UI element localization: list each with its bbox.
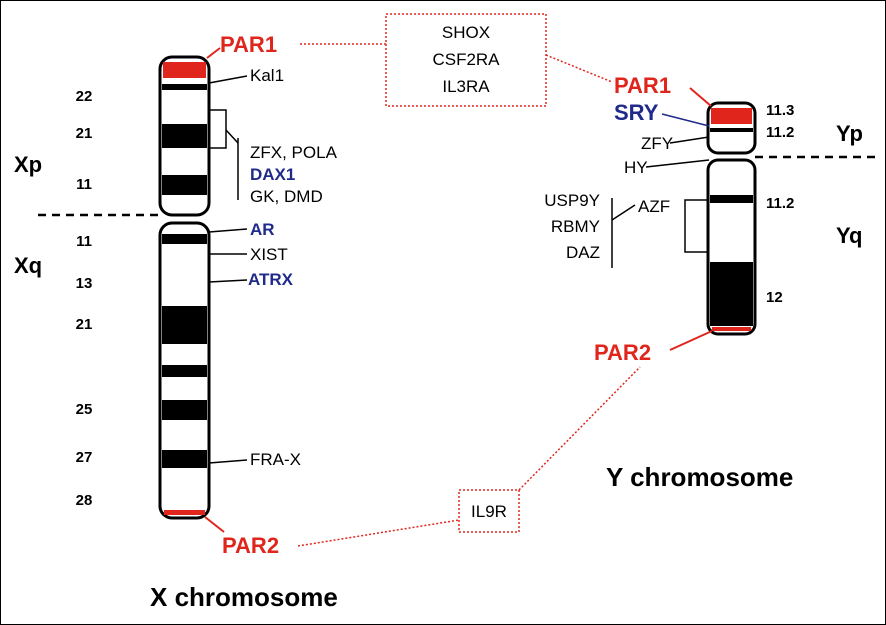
x-chromosome (158, 55, 211, 520)
x-band-q11-dark (162, 234, 207, 244)
y-gene-usp9y: USP9Y (544, 191, 600, 210)
par2-gene-box (458, 489, 520, 533)
sry-pointer (661, 113, 710, 127)
par1-gene-shox: SHOX (442, 23, 490, 42)
y-gene-zfy: ZFY (641, 134, 673, 153)
y-q-arm-label: Yq (836, 223, 862, 248)
atrx-pointer (208, 279, 248, 283)
y-band-label: 11.2 (766, 195, 794, 212)
par1-gene-il3ra: IL3RA (442, 77, 490, 96)
y-gene-sry: SRY (614, 100, 659, 125)
y-band-q11-2-dark (710, 195, 753, 203)
x-par1-pointer (206, 47, 221, 59)
x-gene-ar: AR (250, 220, 275, 239)
x-par2-link (297, 519, 460, 547)
zfy-pointer (669, 136, 710, 144)
x-gene-atrx: ATRX (248, 270, 294, 289)
x-gene-kal1: Kal1 (250, 66, 284, 85)
x-band-11-dark (162, 175, 207, 195)
x-par1-label: PAR1 (220, 32, 277, 57)
x-band-label: 28 (76, 492, 93, 509)
x-band-label: 21 (76, 316, 93, 333)
x-band-q25-dark (162, 400, 207, 420)
y-gene-hy: HY (624, 158, 648, 177)
x-gene-dax1: DAX1 (250, 165, 295, 184)
x-band-label: 11 (76, 233, 92, 250)
x-gene-xist: XIST (250, 245, 288, 264)
x-band-label: 13 (76, 275, 93, 292)
azf-bracket (684, 199, 708, 253)
y-chromosome (706, 101, 757, 336)
x-band-21-dark (162, 124, 207, 148)
y-band-label: 11.2 (766, 124, 794, 141)
y-chromosome-title: Y chromosome (606, 462, 793, 492)
azf-connector (611, 204, 636, 221)
y-par2-link (518, 366, 641, 491)
par2-gene-il9r: IL9R (471, 502, 507, 521)
y-par2-pointer (669, 330, 713, 351)
xp21-bracket (209, 109, 227, 149)
kal1-pointer (208, 75, 248, 84)
y-par1-pointer (689, 87, 712, 107)
x-band-label: 27 (76, 449, 93, 466)
y-p-arm-label: Yp (836, 121, 863, 146)
x-gene-zfx-pola: ZFX, POLA (250, 143, 338, 162)
x-band-q27-dark (162, 450, 207, 468)
y-gene-rbmy: RBMY (551, 217, 600, 236)
y-band-label: 11.3 (766, 102, 794, 119)
x-par2-pointer (204, 516, 225, 533)
par1-gene-csf2ra: CSF2RA (432, 50, 500, 69)
y-par1-region (711, 108, 752, 124)
x-gene-gk-dmd: GK, DMD (250, 187, 323, 206)
y-par1-label: PAR1 (614, 73, 671, 98)
y-band-p11-2-dark (710, 128, 753, 132)
x-par1-region (163, 62, 206, 78)
hy-pointer (645, 159, 710, 168)
y-par2-region (712, 327, 751, 331)
ar-pointer (208, 228, 248, 233)
y-par2-label: PAR2 (594, 340, 651, 365)
xp21-bracket-connector (225, 129, 239, 144)
x-par2-label: PAR2 (222, 533, 279, 558)
y-band-q12-heterochromatin (710, 262, 753, 326)
x-par2-region (164, 510, 205, 515)
x-band-22-dark (162, 84, 207, 90)
x-band-label: 25 (76, 401, 93, 418)
x-p-arm-label: Xp (14, 152, 42, 177)
par1-gene-box (385, 13, 547, 107)
y-gene-daz: DAZ (566, 243, 600, 262)
x-band-q23-dark (162, 365, 207, 377)
y-gene-azf: AZF (638, 197, 670, 216)
x-band-label: 21 (76, 125, 93, 142)
x-gene-fra-x: FRA-X (250, 450, 301, 469)
x-band-label: 22 (76, 88, 93, 105)
x-band-q21-dark (162, 306, 207, 344)
x-band-label: 11 (76, 176, 92, 193)
y-band-label: 12 (766, 289, 783, 306)
x-chromosome-title: X chromosome (150, 582, 338, 612)
fra-x-pointer (208, 459, 248, 464)
x-q-arm-label: Xq (14, 253, 42, 278)
